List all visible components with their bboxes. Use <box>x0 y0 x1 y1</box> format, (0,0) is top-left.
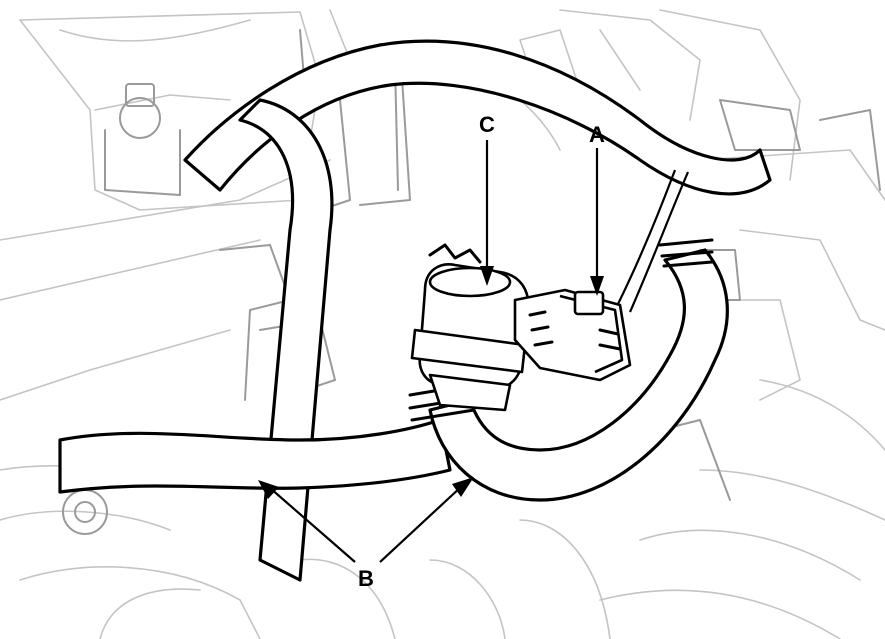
leader-lines <box>258 140 604 563</box>
upper-hose <box>183 39 772 196</box>
connector-a <box>513 288 632 382</box>
left-vertical-hose <box>238 98 334 582</box>
wiring-harness-2 <box>628 171 690 313</box>
component-c-valve <box>410 243 530 412</box>
lower-left-hose <box>58 418 452 494</box>
curved-hose <box>428 248 729 502</box>
callout-label-c: C <box>479 112 495 137</box>
wiring-harness <box>614 169 677 311</box>
callout-label-b: B <box>358 566 374 591</box>
callout-label-a: A <box>589 122 605 147</box>
hose-clamp-top <box>658 238 714 268</box>
